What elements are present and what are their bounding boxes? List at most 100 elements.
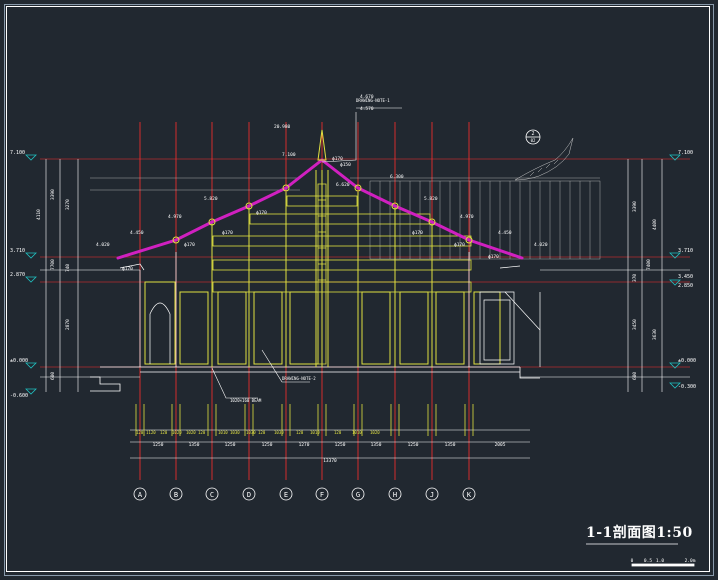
callout: ф170 bbox=[256, 210, 267, 216]
axis-label-A: A bbox=[138, 491, 143, 499]
dim-mid: 1250 bbox=[225, 442, 236, 448]
ground bbox=[90, 366, 540, 392]
dim-ticks bbox=[135, 404, 474, 436]
elevation-tag: 6.620 bbox=[336, 182, 350, 188]
right-dim: 370 bbox=[632, 274, 638, 282]
eave-fascia bbox=[90, 177, 600, 191]
left-dim: 7700 bbox=[50, 259, 56, 270]
drawing-title: 1-1剖面图1:50 bbox=[586, 525, 693, 541]
dim-top: 1010 bbox=[352, 430, 362, 435]
level-markers bbox=[25, 154, 681, 395]
axis-label-B: B bbox=[174, 491, 178, 499]
elevation-tag: 4.020 bbox=[534, 242, 548, 248]
right-dim: 600 bbox=[632, 372, 638, 380]
dim-lines-vertical bbox=[45, 159, 663, 392]
walls bbox=[119, 252, 541, 367]
detail-mark-number: 2 bbox=[531, 131, 534, 137]
callout: ф170 bbox=[488, 254, 499, 260]
level-label-left: 3.710 bbox=[10, 248, 25, 254]
left-dim: 740 bbox=[65, 264, 71, 272]
dim-mid: 1250 bbox=[335, 442, 346, 448]
dim-mid: 1350 bbox=[371, 442, 382, 448]
elevation-tag: 4.450 bbox=[498, 230, 512, 236]
level-label-left: -0.600 bbox=[10, 393, 28, 399]
callout: ф170 bbox=[122, 266, 133, 272]
callout: ф170 bbox=[454, 242, 465, 248]
right-dim: 3450 bbox=[632, 319, 638, 330]
callout: ф150 bbox=[340, 162, 351, 168]
dim-top: 1020 bbox=[370, 430, 380, 435]
elevation-tag: 20.980 bbox=[274, 124, 291, 130]
dim-mid: 1350 bbox=[445, 442, 456, 448]
dim-top: 120 bbox=[334, 430, 342, 435]
axis-label-J: J bbox=[430, 491, 434, 499]
dim-mid: 2005 bbox=[495, 442, 506, 448]
roof-tiles bbox=[369, 180, 601, 260]
dim-mid: 1250 bbox=[262, 442, 273, 448]
dim-mid: 1250 bbox=[408, 442, 419, 448]
axis-label-D: D bbox=[247, 491, 251, 499]
dim-top: 120 bbox=[198, 430, 206, 435]
right-dim: 4400 bbox=[652, 219, 658, 230]
timber-frame bbox=[144, 170, 501, 367]
scale-label: 0.5 bbox=[644, 558, 652, 564]
note: DRAWING-NOTE-1 bbox=[356, 98, 390, 103]
dim-top: 1010 bbox=[310, 430, 320, 435]
elevation-tag: 6.300 bbox=[390, 174, 404, 180]
note: 1020×160 BEAM bbox=[230, 398, 262, 403]
dim-top: 120 bbox=[160, 430, 168, 435]
right-dim: 3630 bbox=[652, 329, 658, 340]
left-dim: 2870 bbox=[65, 319, 71, 330]
axis-label-F: F bbox=[320, 491, 324, 499]
axis-bubbles bbox=[133, 487, 476, 501]
axis-label-G: G bbox=[356, 491, 360, 499]
dim-top: 1020 bbox=[172, 430, 182, 435]
note: DRAWING-NOTE-2 bbox=[282, 376, 316, 381]
dim-mid: 1350 bbox=[189, 442, 200, 448]
axis-label-K: K bbox=[467, 491, 472, 499]
level-label-right: ±0.000 bbox=[678, 358, 696, 364]
callout: ф170 bbox=[222, 230, 233, 236]
level-label-left: ±0.000 bbox=[10, 358, 28, 364]
elevation-tag: 7.100 bbox=[282, 152, 296, 158]
elevation-tag: 4.970 bbox=[168, 214, 182, 220]
level-label-left: 7.100 bbox=[10, 150, 25, 156]
scale-label: 0 bbox=[631, 558, 634, 564]
top-label: 4.670 bbox=[360, 94, 374, 100]
dim-top: 1120 bbox=[146, 430, 156, 435]
axis-label-E: E bbox=[284, 491, 288, 499]
level-label-right: 3.710 bbox=[678, 248, 693, 254]
finial bbox=[317, 129, 327, 161]
elevation-tag: 4.450 bbox=[130, 230, 144, 236]
purlin-circles bbox=[172, 184, 473, 244]
callout: ф170 bbox=[412, 230, 423, 236]
level-label-right: 3.450 bbox=[678, 274, 693, 280]
dim-top: 1010 bbox=[218, 430, 228, 435]
detail-mark bbox=[525, 129, 541, 145]
level-label-right: 7.100 bbox=[678, 150, 693, 156]
scale-bar bbox=[586, 543, 695, 567]
level-label-right: -0.300 bbox=[678, 384, 696, 390]
axis-label-H: H bbox=[393, 491, 397, 499]
elevation-tag: 4.970 bbox=[460, 214, 474, 220]
dim-top: 1020 bbox=[186, 430, 196, 435]
left-dim: 3270 bbox=[65, 199, 71, 210]
top-label: 4.570 bbox=[360, 106, 374, 112]
dim-top: 120 bbox=[136, 430, 144, 435]
elevation-tag: 5.820 bbox=[204, 196, 218, 202]
left-dim: 3390 bbox=[50, 189, 56, 200]
leaders bbox=[211, 107, 402, 399]
axis-lines bbox=[139, 122, 470, 480]
left-dim: 600 bbox=[50, 372, 56, 380]
level-lines-white bbox=[40, 269, 690, 378]
callout: ф170 bbox=[332, 156, 343, 162]
dim-mid: 1270 bbox=[299, 442, 310, 448]
outer-border bbox=[4, 4, 714, 576]
right-dim: 3390 bbox=[632, 201, 638, 212]
dim-total: 13370 bbox=[323, 458, 337, 464]
drawing-border bbox=[6, 6, 710, 572]
detail-mark-sheet: 02 bbox=[531, 138, 536, 143]
scale-label: 1.0 bbox=[656, 558, 664, 564]
